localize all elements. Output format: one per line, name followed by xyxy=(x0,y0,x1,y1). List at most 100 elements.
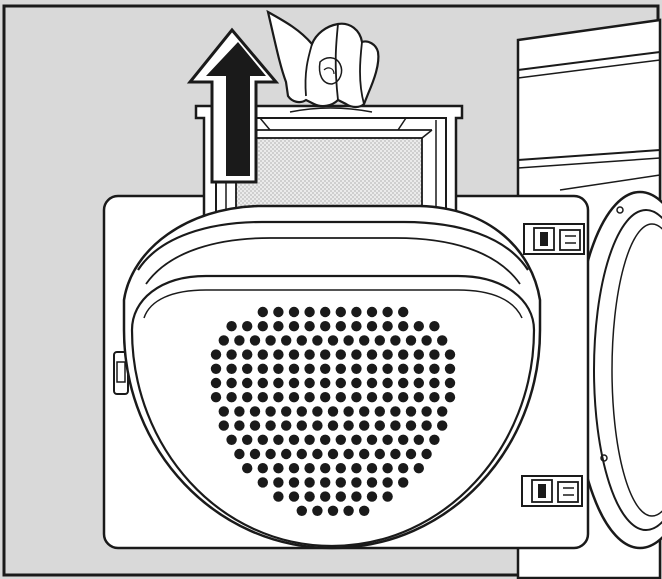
grille-hole xyxy=(421,448,432,460)
grille-hole xyxy=(257,349,268,360)
grille-hole xyxy=(444,363,456,374)
grille-hole xyxy=(288,491,300,502)
grille-hole xyxy=(366,434,378,445)
grille-hole xyxy=(327,406,339,417)
grille-hole xyxy=(351,349,362,360)
grille-hole xyxy=(366,377,378,389)
grille-hole xyxy=(359,448,370,460)
grille-hole xyxy=(242,363,253,374)
grille-hole xyxy=(226,321,237,332)
grille-hole xyxy=(296,406,307,417)
grille-hole xyxy=(382,392,393,403)
grille-hole xyxy=(242,463,253,474)
grille-hole xyxy=(242,377,253,389)
grille-hole xyxy=(359,335,370,346)
grille-hole xyxy=(320,377,331,389)
grille-hole xyxy=(257,434,268,445)
grille-hole xyxy=(249,420,261,431)
grille-hole xyxy=(390,335,401,346)
grille-hole xyxy=(382,377,393,389)
grille-hole xyxy=(437,420,448,431)
grille-hole xyxy=(398,363,409,374)
grille-hole xyxy=(257,306,268,318)
grille-hole xyxy=(335,377,346,389)
grille-hole xyxy=(273,491,284,502)
grille-hole xyxy=(366,491,378,502)
grille-hole xyxy=(366,477,378,488)
grille-hole xyxy=(444,377,456,389)
grille-hole xyxy=(273,377,284,389)
grille-hole xyxy=(405,448,417,460)
grille-hole xyxy=(335,392,346,403)
grille-hole xyxy=(218,420,229,431)
hand-icon xyxy=(266,9,380,109)
grille-hole xyxy=(288,377,300,389)
filter-assembly xyxy=(194,104,464,234)
grille-hole xyxy=(366,321,378,332)
grille-hole xyxy=(366,392,378,403)
grille-hole xyxy=(296,448,307,460)
grille-hole xyxy=(343,420,354,431)
grille-hole xyxy=(265,420,276,431)
grille-hole xyxy=(429,392,440,403)
grille-hole xyxy=(265,335,276,346)
grille-hole xyxy=(366,463,378,474)
grille-hole xyxy=(382,349,393,360)
grille-hole xyxy=(374,420,385,431)
grille-hole xyxy=(288,434,300,445)
grille-hole xyxy=(327,420,339,431)
grille-hole xyxy=(312,420,323,431)
grille-hole xyxy=(273,349,284,360)
grille-hole xyxy=(374,448,385,460)
grille-hole xyxy=(304,434,315,445)
grille-hole xyxy=(242,434,253,445)
grille-hole xyxy=(398,477,409,488)
grille-hole xyxy=(382,306,393,318)
grille-hole xyxy=(390,406,401,417)
grille-hole xyxy=(413,321,424,332)
grille-hole xyxy=(273,306,284,318)
grille-hole xyxy=(234,448,245,460)
grille-hole xyxy=(265,406,276,417)
grille-hole xyxy=(405,335,417,346)
grille-hole xyxy=(257,392,268,403)
grille-hole xyxy=(390,420,401,431)
grille-hole xyxy=(226,377,237,389)
grille-hole xyxy=(304,306,315,318)
grille-hole xyxy=(234,335,245,346)
door-latch xyxy=(113,351,129,395)
grille-hole xyxy=(218,335,229,346)
grille-hole xyxy=(296,420,307,431)
grille-hole xyxy=(249,406,261,417)
grille-hole xyxy=(312,505,323,516)
grille-hole xyxy=(398,463,409,474)
grille-hole xyxy=(320,392,331,403)
grille-hole xyxy=(312,406,323,417)
grille-hole xyxy=(429,363,440,374)
grille-hole xyxy=(226,392,237,403)
grille-hole xyxy=(421,420,432,431)
grille-hole xyxy=(312,448,323,460)
grille-hole xyxy=(398,306,409,318)
grille-hole xyxy=(234,406,245,417)
grille-hole xyxy=(273,321,284,332)
grille-hole xyxy=(351,363,362,374)
grille-hole xyxy=(288,306,300,318)
grille-hole xyxy=(320,477,331,488)
grille-hole xyxy=(281,448,292,460)
grille-hole xyxy=(421,335,432,346)
grille-hole xyxy=(304,349,315,360)
grille-hole xyxy=(343,335,354,346)
grille-hole xyxy=(249,335,261,346)
grille-hole xyxy=(382,363,393,374)
grille-hole xyxy=(351,463,362,474)
grille-hole xyxy=(429,349,440,360)
grille-hole xyxy=(210,377,222,389)
grille-hole xyxy=(343,505,354,516)
grille-hole xyxy=(327,335,339,346)
grille-hole xyxy=(382,321,393,332)
grille-hole xyxy=(335,321,346,332)
grille-hole xyxy=(288,392,300,403)
grille-hole xyxy=(437,335,448,346)
grille-hole xyxy=(320,306,331,318)
